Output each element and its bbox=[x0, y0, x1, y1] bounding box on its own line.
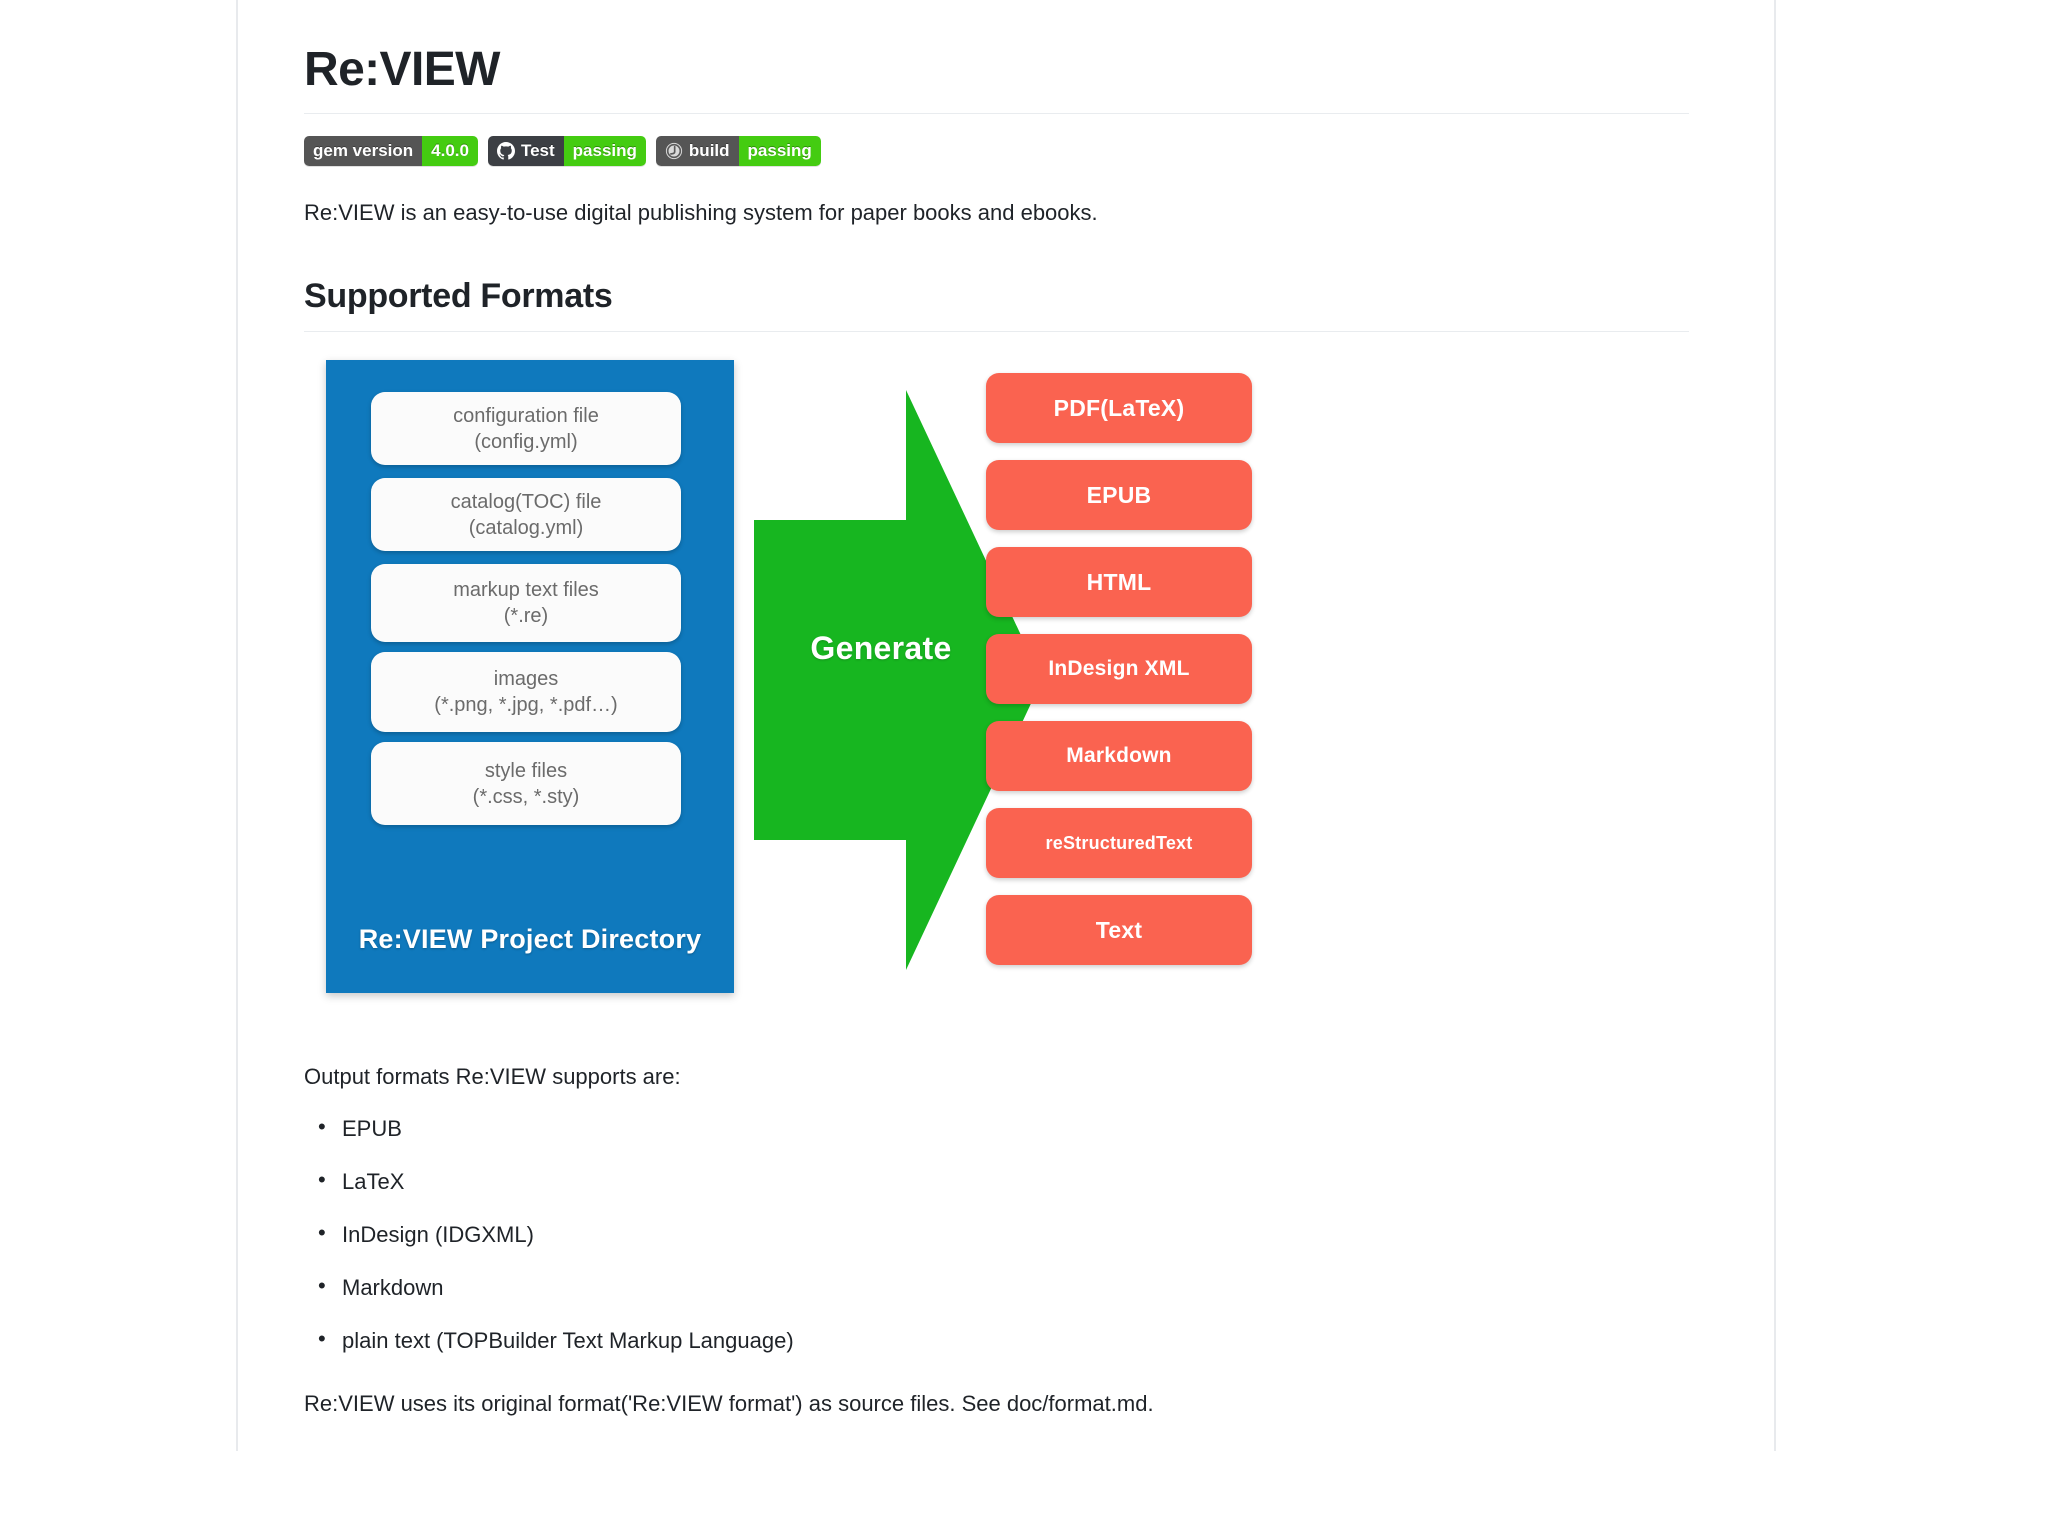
output-format-column: PDF(LaTeX) EPUB HTML InDesign XML Markdo… bbox=[986, 373, 1252, 982]
badge-build-left: build bbox=[655, 136, 739, 167]
list-item: plain text (TOPBuilder Text Markup Langu… bbox=[318, 1322, 1714, 1357]
badge-github-test-label: Test bbox=[520, 141, 555, 161]
input-box-catalog: catalog(TOC) file (catalog.yml) bbox=[371, 478, 681, 552]
project-directory-panel: configuration file (config.yml) catalog(… bbox=[326, 360, 734, 994]
output-formats-lead: Output formats Re:VIEW supports are: bbox=[304, 1064, 681, 1090]
closing-paragraph: Re:VIEW uses its original format('Re:VIE… bbox=[304, 1391, 1154, 1417]
output-box-pdf-latex: PDF(LaTeX) bbox=[986, 373, 1252, 444]
badge-gem-version-label: gem version bbox=[304, 136, 423, 167]
input-box-catalog-line1: catalog(TOC) file bbox=[450, 490, 602, 513]
input-box-config-line1: configuration file bbox=[453, 404, 599, 427]
input-box-style-line1: style files bbox=[484, 759, 568, 782]
github-icon bbox=[496, 142, 515, 160]
supported-formats-diagram: configuration file (config.yml) catalog(… bbox=[326, 360, 1326, 1030]
output-box-indesign-xml: InDesign XML bbox=[986, 634, 1252, 705]
input-box-style-line2: (*.css, *.sty) bbox=[472, 785, 580, 808]
section-heading-supported-formats: Supported Formats bbox=[304, 276, 1689, 333]
input-box-images-line2: (*.png, *.jpg, *.pdf…) bbox=[434, 694, 618, 717]
output-box-text: Text bbox=[986, 895, 1252, 966]
list-item: EPUB bbox=[318, 1110, 1714, 1145]
output-box-html: HTML bbox=[986, 547, 1252, 618]
input-box-markup-line1: markup text files bbox=[453, 579, 599, 602]
input-box-config: configuration file (config.yml) bbox=[371, 392, 681, 466]
badge-gem-version-value: 4.0.0 bbox=[422, 136, 478, 167]
input-box-images-line1: images bbox=[493, 668, 559, 691]
output-box-epub: EPUB bbox=[986, 460, 1252, 531]
input-box-markup: markup text files (*.re) bbox=[371, 564, 681, 643]
badge-build-value: passing bbox=[738, 136, 821, 167]
output-box-markdown: Markdown bbox=[986, 721, 1252, 792]
output-formats-list: EPUB LaTeX InDesign (IDGXML) Markdown pl… bbox=[304, 1110, 1714, 1357]
list-item: LaTeX bbox=[318, 1163, 1714, 1198]
input-box-markup-line2: (*.re) bbox=[503, 605, 549, 628]
badge-build-label: build bbox=[688, 141, 730, 161]
badge-build[interactable]: build passing bbox=[655, 136, 821, 167]
badge-gem-version[interactable]: gem version 4.0.0 bbox=[304, 136, 478, 167]
list-item: InDesign (IDGXML) bbox=[318, 1216, 1714, 1251]
output-box-restructuredtext: reStructuredText bbox=[986, 808, 1252, 879]
intro-paragraph: Re:VIEW is an easy-to-use digital publis… bbox=[304, 200, 1098, 226]
badge-github-test-left: Test bbox=[487, 136, 564, 167]
input-box-images: images (*.png, *.jpg, *.pdf…) bbox=[371, 652, 681, 733]
panel-title: Re:VIEW Project Directory bbox=[358, 924, 702, 955]
input-box-style: style files (*.css, *.sty) bbox=[371, 742, 681, 826]
badge-github-test-value: passing bbox=[563, 136, 646, 167]
list-item: Markdown bbox=[318, 1269, 1714, 1304]
badge-github-test[interactable]: Test passing bbox=[487, 136, 646, 167]
badge-row: gem version 4.0.0 Test passing bbox=[304, 136, 1714, 167]
page-title: Re:VIEW bbox=[304, 42, 1689, 115]
travis-build-icon bbox=[665, 142, 683, 160]
readme-content-pane: Re:VIEW gem version 4.0.0 Test bbox=[236, 0, 1776, 1451]
readme-inner: Re:VIEW gem version 4.0.0 Test bbox=[238, 0, 1774, 1421]
input-box-catalog-line2: (catalog.yml) bbox=[468, 516, 584, 539]
input-box-config-line2: (config.yml) bbox=[474, 430, 578, 453]
